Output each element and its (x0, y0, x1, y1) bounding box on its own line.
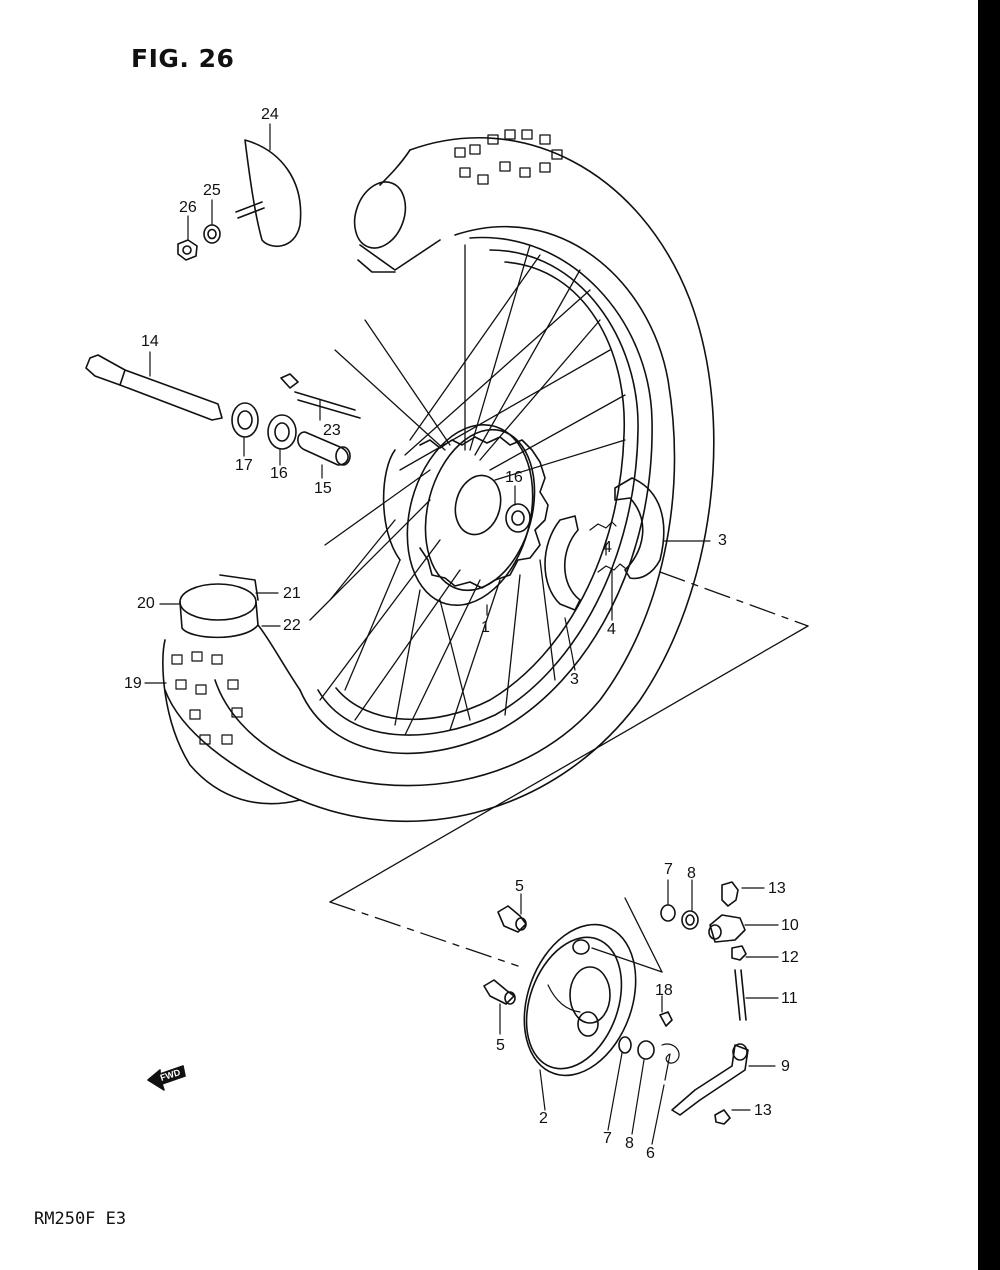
callout-22: 22 (283, 617, 301, 634)
assembly-guide-lines (330, 572, 808, 972)
model-code: RM250F E3 (34, 1209, 127, 1229)
callout-5-top: 5 (515, 878, 524, 895)
callout-6: 6 (646, 1145, 655, 1162)
callout-25: 25 (203, 182, 221, 199)
callout-7-bottom: 7 (603, 1130, 612, 1147)
brake-panel (504, 909, 655, 1091)
hub (384, 411, 552, 620)
callout-7-top: 7 (664, 861, 673, 878)
callout-11: 11 (781, 990, 798, 1007)
callout-20: 20 (137, 595, 155, 612)
leader-lines (145, 124, 778, 1144)
callout-4-upper: 4 (603, 539, 612, 556)
callout-17: 17 (235, 457, 253, 474)
fwd-arrow-icon (148, 1066, 185, 1090)
small-hardware (484, 882, 748, 1124)
callout-19: 19 (124, 675, 142, 692)
tire (165, 130, 714, 821)
callout-15: 15 (314, 480, 332, 497)
scan-edge-bar (978, 0, 1000, 1270)
callout-14: 14 (141, 333, 159, 350)
rim (300, 238, 652, 754)
callout-13-top: 13 (768, 880, 786, 897)
callout-9: 9 (781, 1058, 790, 1075)
callout-3-lower: 3 (570, 671, 579, 688)
callout-3-right: 3 (718, 532, 727, 549)
callout-8-bottom: 8 (625, 1135, 634, 1152)
figure-title: FIG. 26 (131, 44, 235, 73)
callout-21: 21 (283, 585, 301, 602)
rim-band-and-tube-parts (163, 575, 300, 804)
brake-shoe-parts (545, 478, 664, 610)
axle-parts (86, 355, 360, 465)
callout-23: 23 (323, 422, 341, 439)
callout-12: 12 (781, 949, 799, 966)
callout-18: 18 (655, 982, 673, 999)
callout-24: 24 (261, 106, 279, 123)
callout-5-bottom: 5 (496, 1037, 505, 1054)
callout-4-lower: 4 (607, 621, 616, 638)
callout-26: 26 (179, 199, 197, 216)
callout-13-bottom: 13 (754, 1102, 772, 1119)
callout-16-hub: 16 (505, 469, 523, 486)
callout-8-top: 8 (687, 865, 696, 882)
callout-2: 2 (539, 1110, 548, 1127)
callout-16-spacer: 16 (270, 465, 288, 482)
callout-10: 10 (781, 917, 799, 934)
callout-1: 1 (481, 619, 490, 636)
spokes (310, 245, 625, 735)
